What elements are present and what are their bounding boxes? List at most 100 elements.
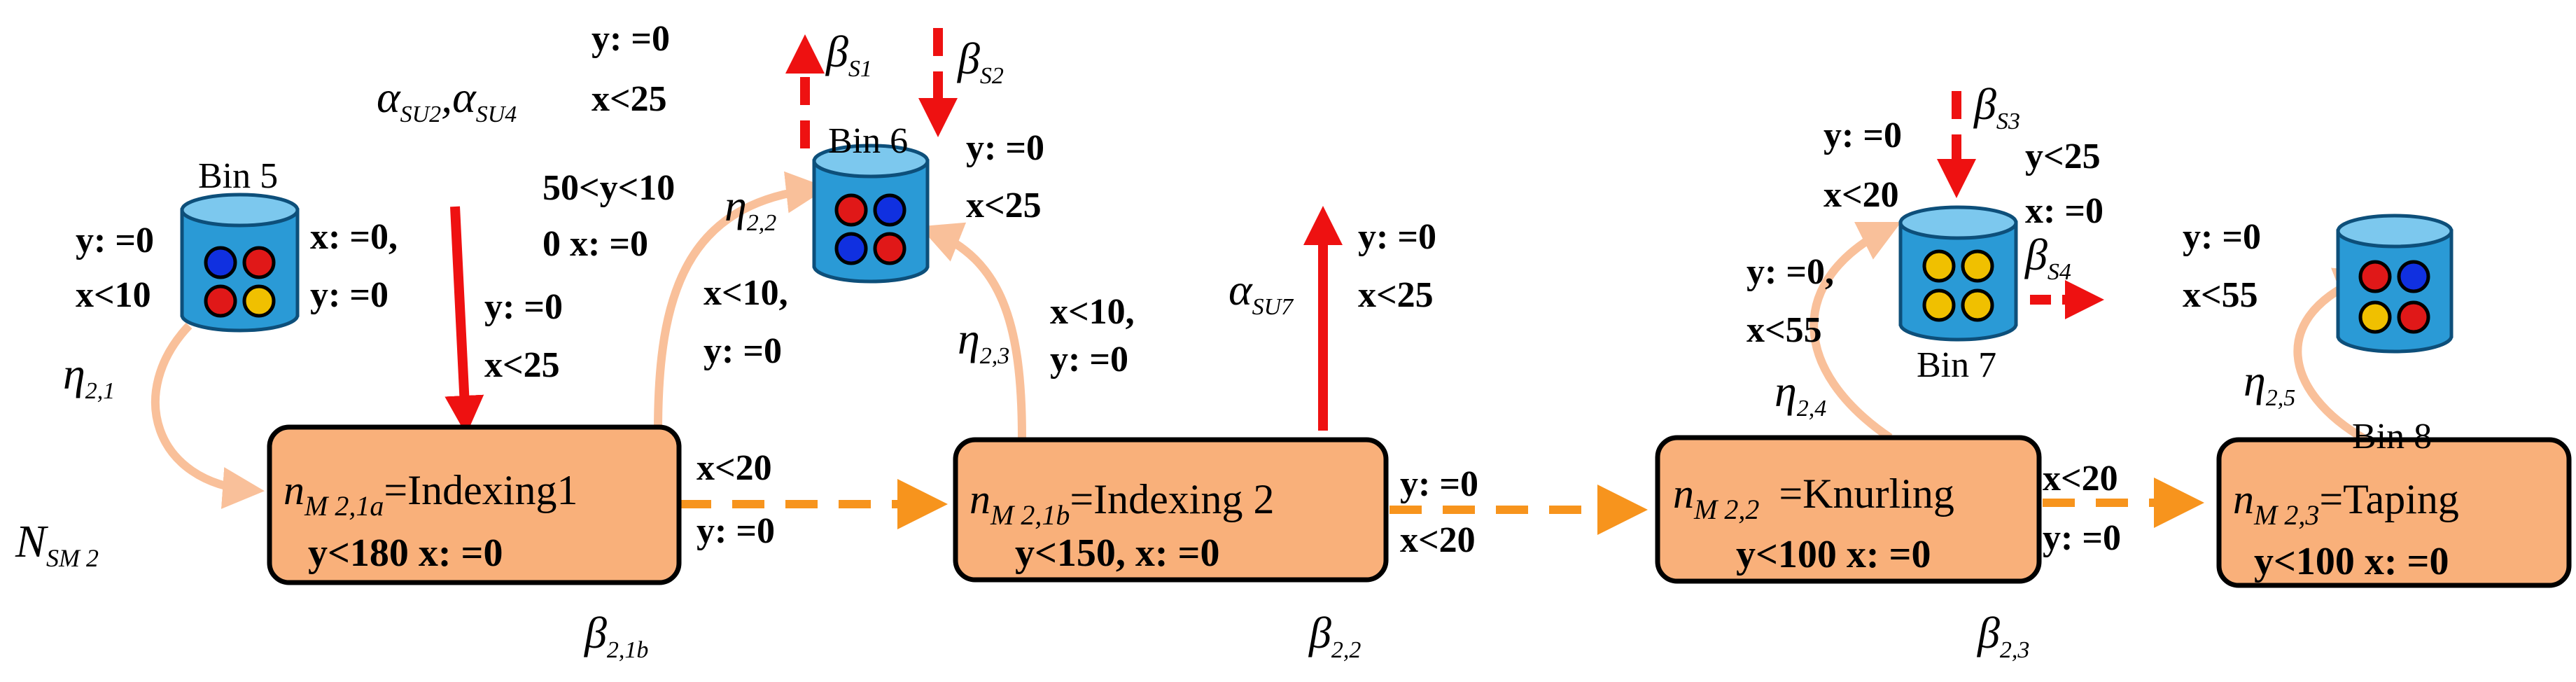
guard-bin6-right-2: x<25	[966, 186, 1042, 225]
su-down-arrow	[444, 206, 484, 435]
beta-s2-label: βS2	[956, 34, 1004, 89]
beta-21b-label: β2,1b	[583, 608, 648, 663]
svg-text:nM 2,3=Taping: nM 2,3=Taping	[2233, 476, 2459, 531]
state-taping-label: =Taping	[2319, 476, 2459, 522]
bin7	[1898, 205, 2018, 342]
state-indexing1: nM 2,1a=Indexing1 y<180 x: =0	[267, 424, 682, 585]
state-indexing1-n: n	[284, 467, 304, 513]
eta-24-label: η2,4	[1774, 366, 1826, 422]
state-taping: nM 2,3=Taping y<100 x: =0	[2216, 437, 2572, 588]
guard-top-su-1: y: =0	[592, 19, 670, 59]
guard-eta23-right-1: x<10,	[1050, 292, 1135, 332]
svg-text:nM 2,1b=Indexing 2: nM 2,1b=Indexing 2	[969, 476, 1274, 531]
guard-su7-2: x<25	[1358, 275, 1434, 315]
guard-bin7-left-2: x<20	[1823, 175, 1899, 215]
state-knurling-label: =Knurling	[1779, 471, 1954, 517]
eta-21-label: η2,1	[63, 349, 115, 404]
state-indexing2: nM 2,1b=Indexing 2 y<150, x: =0	[953, 437, 1389, 583]
bin6-ball-4	[873, 232, 906, 265]
guard-bin5-right-2: y: =0	[310, 275, 388, 315]
state-indexing1-sub: M 2,1a	[304, 490, 384, 522]
bin6	[812, 144, 930, 284]
bin6-ball-1	[834, 193, 868, 227]
guard-bin7-left-1: y: =0	[1823, 116, 1902, 155]
bin8-ball-4	[2397, 300, 2430, 334]
state-indexing2-label: =Indexing 2	[1070, 476, 1274, 522]
guard-bin7-right-1: y<25	[2025, 137, 2101, 176]
bin8-ball-1	[2358, 260, 2392, 293]
guard-bin8-left-1: y: =0	[2183, 217, 2261, 257]
beta-23-label: β2,3	[1976, 608, 2029, 663]
bin6-ball-2	[873, 193, 906, 227]
guard-trans23-1: y: =0	[1400, 464, 1478, 504]
guard-bin6-right-1: y: =0	[966, 128, 1044, 168]
state-indexing2-n: n	[969, 476, 990, 522]
guard-arrow-down1-2: x<25	[484, 345, 560, 385]
beta-22-label: β2,2	[1308, 608, 1361, 663]
guard-trans12-1: x<20	[696, 448, 772, 488]
state-knurling: nM 2,2 =Knurling y<100 x: =0	[1655, 435, 2042, 584]
bin7-ball-3	[1922, 288, 1956, 322]
svg-text:nM 2,1a=Indexing1: nM 2,1a=Indexing1	[284, 467, 578, 522]
guard-top-su-2: x<25	[592, 79, 667, 119]
bin6-ball-3	[834, 232, 868, 265]
state-knurling-sub: M 2,2	[1693, 494, 1759, 525]
bin7-label: Bin 7	[1917, 345, 1996, 385]
eta-23-label: η2,3	[958, 314, 1009, 369]
bin8-label: Bin 8	[2352, 417, 2432, 457]
eta21-arrow	[151, 322, 265, 509]
bin7-ball-1	[1922, 249, 1956, 283]
guard-eta24-left-2: x<55	[1746, 310, 1822, 350]
guard-trans34-1: x<20	[2043, 459, 2118, 499]
state-indexing1-constraint: y<180 x: =0	[308, 531, 503, 575]
eta-25-label: η2,5	[2244, 356, 2295, 411]
state-indexing1-label: =Indexing1	[384, 467, 578, 513]
guard-trans34-2: y: =0	[2043, 518, 2121, 558]
bin8-ball-2	[2397, 260, 2430, 293]
eta23-arrow	[919, 222, 1026, 438]
guard-eta22-left-1: x<10,	[704, 273, 788, 313]
nsm-label: NSM 2	[15, 516, 99, 572]
state-indexing2-constraint: y<150, x: =0	[1015, 531, 1219, 575]
state-knurling-n: n	[1673, 471, 1694, 517]
guard-bin7-right-2: x: =0	[2025, 191, 2104, 231]
eta25-arrow	[2293, 267, 2378, 444]
eta24-arrow	[1809, 221, 1902, 441]
alpha-su2-su4-label: αSU2,αSU4	[377, 72, 517, 127]
guard-bin5-left-2: x<10	[76, 275, 151, 315]
state-taping-n: n	[2233, 476, 2254, 522]
eta-22-label: η2,2	[724, 181, 776, 236]
guard-bin5-right-1: x: =0,	[310, 217, 398, 257]
beta-s1-label: βS1	[825, 27, 872, 82]
bin5-label: Bin 5	[198, 156, 278, 196]
guard-bin5-left-1: y: =0	[76, 221, 154, 260]
guard-eta23-right-2: y: =0	[1050, 340, 1128, 380]
state-taping-constraint: y<100 x: =0	[2254, 540, 2449, 583]
guard-eta24-left-1: y: =0,	[1746, 252, 1834, 292]
eta22-arrow	[654, 171, 828, 431]
bin8	[2336, 214, 2454, 354]
guard-trans12-2: y: =0	[696, 511, 775, 551]
state-knurling-constraint: y<100 x: =0	[1736, 533, 1931, 576]
bin5	[180, 193, 300, 333]
state-taping-sub: M 2,3	[2253, 499, 2319, 531]
beta-s4-label: βS4	[2024, 230, 2071, 285]
bin5-ball-4	[242, 284, 276, 318]
bin7-ball-2	[1961, 249, 1994, 283]
guard-arrow-down1-1: y: =0	[484, 287, 563, 327]
guard-eta22-left-2: y: =0	[704, 331, 782, 371]
guard-su7-1: y: =0	[1358, 217, 1436, 257]
bin8-ball-3	[2358, 300, 2392, 334]
alpha-su7-label: αSU7	[1228, 265, 1294, 320]
guard-mid-range-1: 50<y<10	[542, 168, 675, 208]
svg-text:nM 2,2=Knurling: nM 2,2 =Knurling	[1673, 471, 1954, 525]
guard-bin8-left-2: x<55	[2183, 275, 2258, 315]
bin5-ball-1	[204, 246, 237, 279]
beta-s3-label: βS3	[1973, 79, 2020, 134]
bin5-ball-3	[204, 284, 237, 318]
state-indexing2-sub: M 2,1b	[990, 499, 1070, 531]
bin7-ball-4	[1961, 288, 1994, 322]
guard-trans23-2: x<20	[1400, 520, 1476, 560]
